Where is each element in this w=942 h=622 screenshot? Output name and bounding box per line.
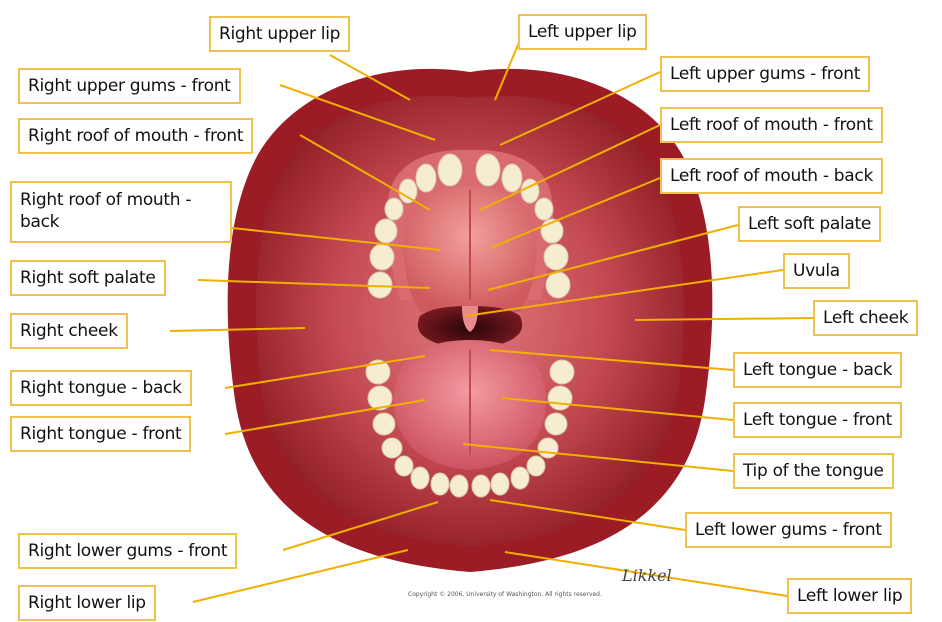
- label-left-tongue-front: Left tongue - front: [733, 402, 902, 438]
- label-right-lower-gums-front: Right lower gums - front: [18, 533, 237, 569]
- label-right-upper-lip: Right upper lip: [209, 16, 350, 52]
- label-left-roof-front: Left roof of mouth - front: [660, 107, 883, 143]
- label-uvula: Uvula: [783, 253, 850, 289]
- label-left-tongue-back: Left tongue - back: [733, 352, 902, 388]
- label-right-tongue-front: Right tongue - front: [10, 416, 191, 452]
- label-left-lower-gums-front: Left lower gums - front: [685, 512, 892, 548]
- label-right-tongue-back: Right tongue - back: [10, 370, 192, 406]
- label-right-soft-palate: Right soft palate: [10, 260, 166, 296]
- artist-signature: Likkel: [622, 566, 672, 585]
- label-right-lower-lip: Right lower lip: [18, 585, 156, 621]
- label-left-soft-palate: Left soft palate: [738, 206, 881, 242]
- copyright-notice: Copyright © 2006, University of Washingt…: [408, 591, 602, 598]
- label-right-roof-front: Right roof of mouth - front: [18, 118, 253, 154]
- label-left-upper-lip: Left upper lip: [518, 14, 647, 50]
- label-right-roof-back: Right roof of mouth - back: [10, 181, 232, 243]
- label-left-upper-gums-front: Left upper gums - front: [660, 56, 870, 92]
- label-left-roof-back: Left roof of mouth - back: [660, 158, 883, 194]
- label-tip-of-tongue: Tip of the tongue: [733, 453, 894, 489]
- label-right-upper-gums-front: Right upper gums - front: [18, 68, 241, 104]
- label-left-lower-lip: Left lower lip: [787, 578, 912, 614]
- label-left-cheek: Left cheek: [813, 300, 918, 336]
- label-right-cheek: Right cheek: [10, 313, 128, 349]
